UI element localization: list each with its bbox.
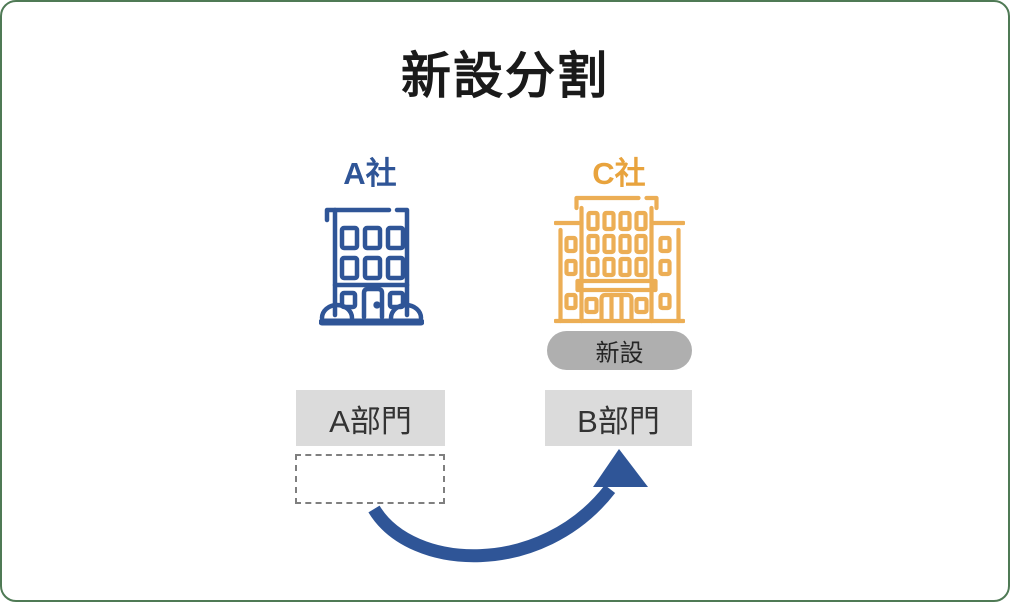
transferred-department-placeholder bbox=[295, 454, 445, 504]
new-establishment-badge-label: 新設 bbox=[595, 340, 644, 367]
company-a-building-icon bbox=[319, 207, 424, 326]
page-title: 新設分割 bbox=[401, 48, 609, 104]
new-establishment-badge: 新設 bbox=[547, 331, 692, 370]
department-b-box: B部門 bbox=[545, 390, 692, 446]
department-a-label: A部門 bbox=[329, 403, 412, 439]
company-c-label: C社 bbox=[592, 156, 646, 191]
department-a-box: A部門 bbox=[296, 390, 445, 446]
department-b-label: B部門 bbox=[577, 403, 660, 439]
company-c-building-icon bbox=[554, 195, 685, 324]
company-a-label: A社 bbox=[343, 156, 397, 191]
